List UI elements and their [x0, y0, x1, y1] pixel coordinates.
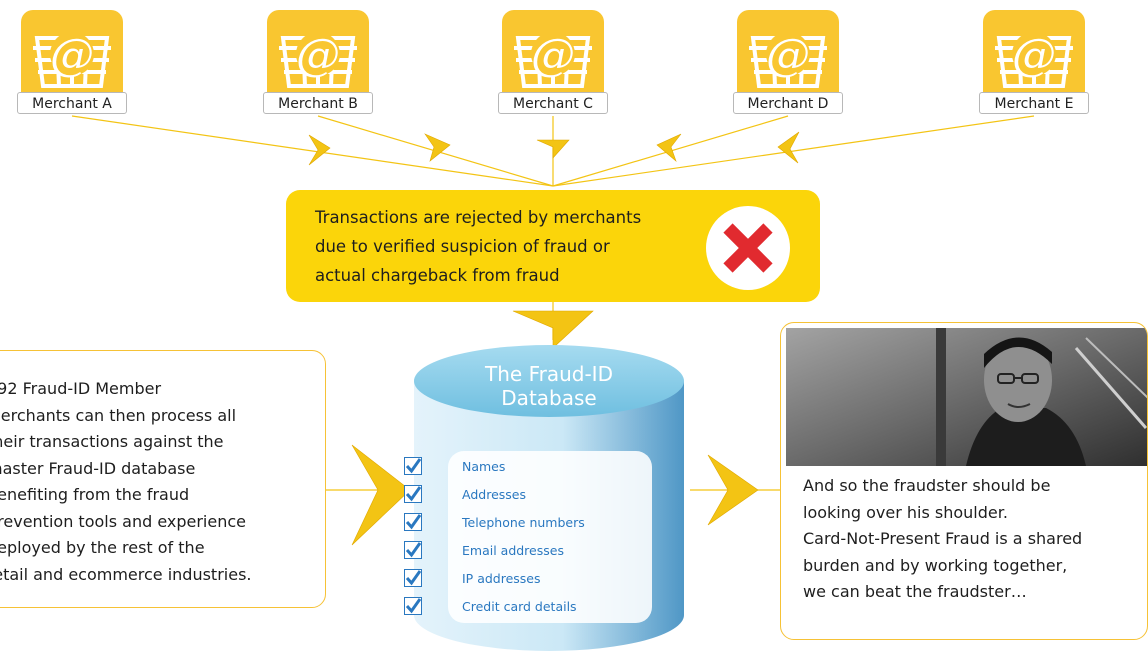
checkbox-checked-icon [404, 541, 422, 559]
merchant-a: @ Merchant A [17, 10, 127, 116]
merchant-label: Merchant B [263, 92, 373, 114]
fraudster-photo [786, 328, 1147, 466]
merchant-b: @ Merchant B [263, 10, 373, 116]
checkbox-checked-icon [404, 597, 422, 615]
merchant-c: @ Merchant C [498, 10, 608, 116]
member-merchants-text: 392 Fraud-ID Member Merchants can then p… [0, 379, 252, 584]
database-title: The Fraud-ID Database [485, 362, 613, 410]
reject-badge [706, 206, 790, 290]
database-item: Email addresses [462, 543, 564, 558]
merchant-label: Merchant E [979, 92, 1089, 114]
chevron-arrow-icon [351, 444, 411, 546]
merchant-e: @ Merchant E [979, 10, 1089, 116]
chevron-arrow-icon [656, 133, 682, 162]
fraudster-panel: And so the fraudster should be looking o… [780, 322, 1148, 640]
chevron-arrow-icon [707, 454, 759, 526]
chevron-arrow-icon [777, 131, 800, 164]
shopping-basket-at-icon: @ [33, 30, 111, 88]
fraudster-text: And so the fraudster should be looking o… [803, 476, 1083, 601]
fraudster-photo-image [786, 328, 1147, 466]
checkbox-checked-icon [404, 513, 422, 531]
rejection-text: Transactions are rejected by merchants d… [315, 208, 642, 285]
chevron-arrow-icon [424, 133, 451, 162]
database-item: Telephone numbers [462, 515, 585, 530]
merchant-label: Merchant D [733, 92, 843, 114]
svg-text:@: @ [766, 30, 810, 81]
database-cylinder-icon [414, 345, 684, 651]
checkbox-checked-icon [404, 569, 422, 587]
database-item: Credit card details [462, 599, 577, 614]
chevron-arrow-icon [536, 139, 570, 159]
checkbox-checked-icon [404, 457, 422, 475]
database-item: Names [462, 459, 506, 474]
red-x-icon [723, 223, 773, 273]
fraud-id-database: The Fraud-ID Database Names Addresses Te… [404, 333, 694, 653]
svg-text:@: @ [50, 30, 94, 81]
svg-text:@: @ [1012, 30, 1056, 81]
merchant-d: @ Merchant D [733, 10, 843, 116]
svg-text:@: @ [296, 30, 340, 81]
shopping-basket-at-icon: @ [514, 30, 592, 88]
shopping-basket-at-icon: @ [749, 30, 827, 88]
shopping-basket-at-icon: @ [279, 30, 357, 88]
merchant-label: Merchant A [17, 92, 127, 114]
merchant-label: Merchant C [498, 92, 608, 114]
database-item: Addresses [462, 487, 526, 502]
chevron-arrow-icon [308, 134, 331, 166]
checkbox-checked-icon [404, 485, 422, 503]
rejection-box: Transactions are rejected by merchants d… [286, 190, 820, 302]
database-item: IP addresses [462, 571, 541, 586]
svg-text:@: @ [531, 30, 575, 81]
shopping-basket-at-icon: @ [995, 30, 1073, 88]
member-merchants-panel: 392 Fraud-ID Member Merchants can then p… [0, 350, 326, 608]
